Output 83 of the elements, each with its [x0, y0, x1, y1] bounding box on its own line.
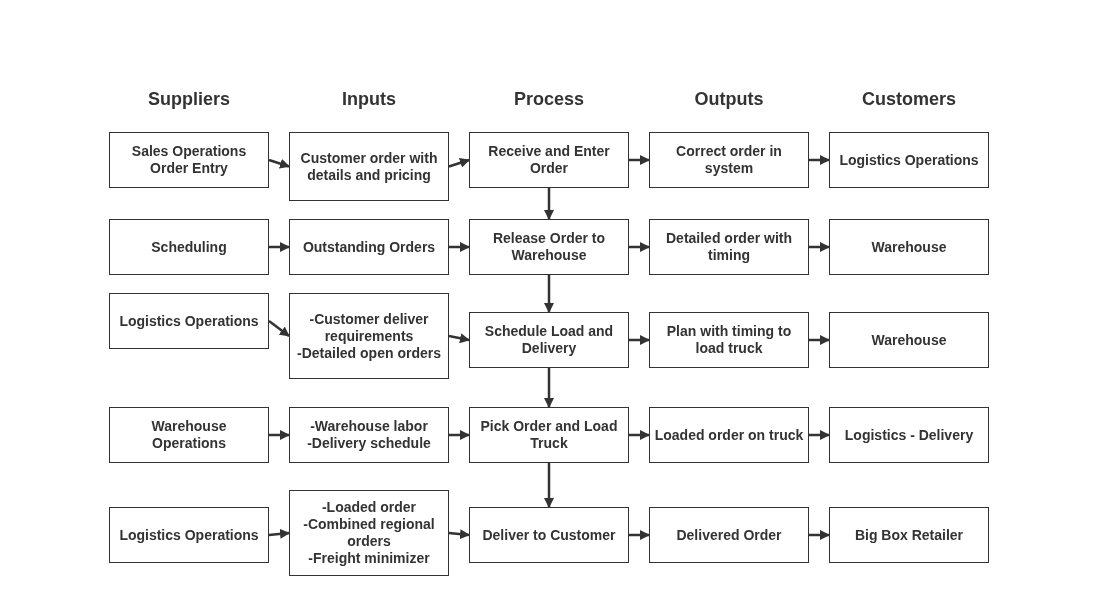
box-text: Logistics Operations	[119, 312, 259, 330]
box-text: Outstanding Orders	[302, 238, 436, 256]
process-box	[109, 219, 269, 275]
box-text: -Loaded order	[321, 499, 417, 516]
process-box	[829, 132, 989, 188]
process-box	[649, 407, 809, 463]
box-text: -Delivery schedule	[307, 435, 431, 452]
box-text: Receive and Enter Order	[487, 143, 611, 177]
arrow	[809, 335, 830, 345]
process-box	[829, 507, 989, 563]
box-text: -Detailed open orders	[297, 344, 441, 362]
process-box	[829, 219, 989, 275]
process-box	[469, 312, 629, 368]
column-heading: Suppliers	[147, 89, 231, 110]
box-text: Correct order in system	[675, 143, 783, 177]
process-box	[469, 507, 629, 563]
process-box	[109, 132, 269, 188]
arrow	[268, 528, 290, 539]
box-text: Big Box Retailer	[854, 526, 964, 544]
box-text: Plan with timing to load truck	[665, 323, 793, 357]
arrow	[269, 430, 290, 440]
box-text: Logistics Operations	[119, 526, 259, 544]
process-box	[469, 132, 629, 188]
box-text: Loaded order on truck	[654, 426, 804, 444]
box-text: Delivered Order	[676, 526, 782, 544]
arrow	[629, 430, 650, 440]
arrow	[449, 430, 470, 440]
box-text: Release Order to Warehouse	[491, 230, 607, 264]
arrow	[544, 275, 554, 313]
arrow	[268, 320, 290, 337]
arrow	[629, 155, 650, 165]
arrow	[268, 158, 290, 169]
arrow	[544, 188, 554, 220]
arrow	[809, 430, 830, 440]
process-box	[289, 293, 449, 379]
column-heading: Inputs	[341, 89, 397, 110]
box-text: Warehouse	[871, 238, 947, 256]
process-box	[649, 312, 809, 368]
process-box	[289, 219, 449, 275]
box-text: Scheduling	[151, 238, 227, 256]
arrow	[809, 155, 830, 165]
arrow	[809, 530, 830, 540]
arrow	[629, 335, 650, 345]
column-heading: Process	[512, 89, 586, 110]
box-text: Warehouse Operations	[150, 418, 228, 452]
box-text: Warehouse	[871, 331, 947, 349]
arrow	[544, 368, 554, 408]
arrow	[544, 463, 554, 508]
process-box	[649, 132, 809, 188]
process-box	[829, 407, 989, 463]
process-box	[289, 490, 449, 576]
process-box	[649, 507, 809, 563]
arrow	[269, 242, 290, 252]
box-text: Customer order with details and pricing	[299, 149, 439, 184]
process-box	[109, 407, 269, 463]
process-box	[469, 219, 629, 275]
arrow	[629, 242, 650, 252]
process-box	[289, 132, 449, 201]
process-box	[829, 312, 989, 368]
box-text: Logistics - Delivery	[844, 426, 974, 444]
box-text: Logistics Operations	[839, 151, 979, 169]
column-heading: Customers	[861, 89, 957, 110]
box-text: Schedule Load and Delivery	[483, 323, 615, 357]
arrow	[449, 242, 470, 252]
process-box	[289, 407, 449, 463]
process-box	[469, 407, 629, 463]
arrow	[629, 530, 650, 540]
arrow	[448, 333, 470, 344]
box-text: -Warehouse labor	[310, 418, 428, 435]
column-heading: Outputs	[693, 89, 765, 110]
box-text: Detailed order with timing	[665, 230, 793, 264]
arrow	[448, 158, 470, 168]
box-text: -Freight minimizer	[308, 550, 430, 567]
process-box	[109, 293, 269, 349]
process-box	[649, 219, 809, 275]
process-box	[109, 507, 269, 563]
arrow	[448, 529, 470, 540]
arrow	[809, 242, 830, 252]
box-text: Deliver to Customer	[482, 526, 616, 544]
box-text: Sales Operations Order Entry	[130, 143, 248, 177]
box-text: Pick Order and Load Truck	[479, 418, 619, 452]
box-text: -Combined regional orders	[302, 516, 436, 550]
box-text: -Customer deliver requirements	[308, 310, 430, 345]
